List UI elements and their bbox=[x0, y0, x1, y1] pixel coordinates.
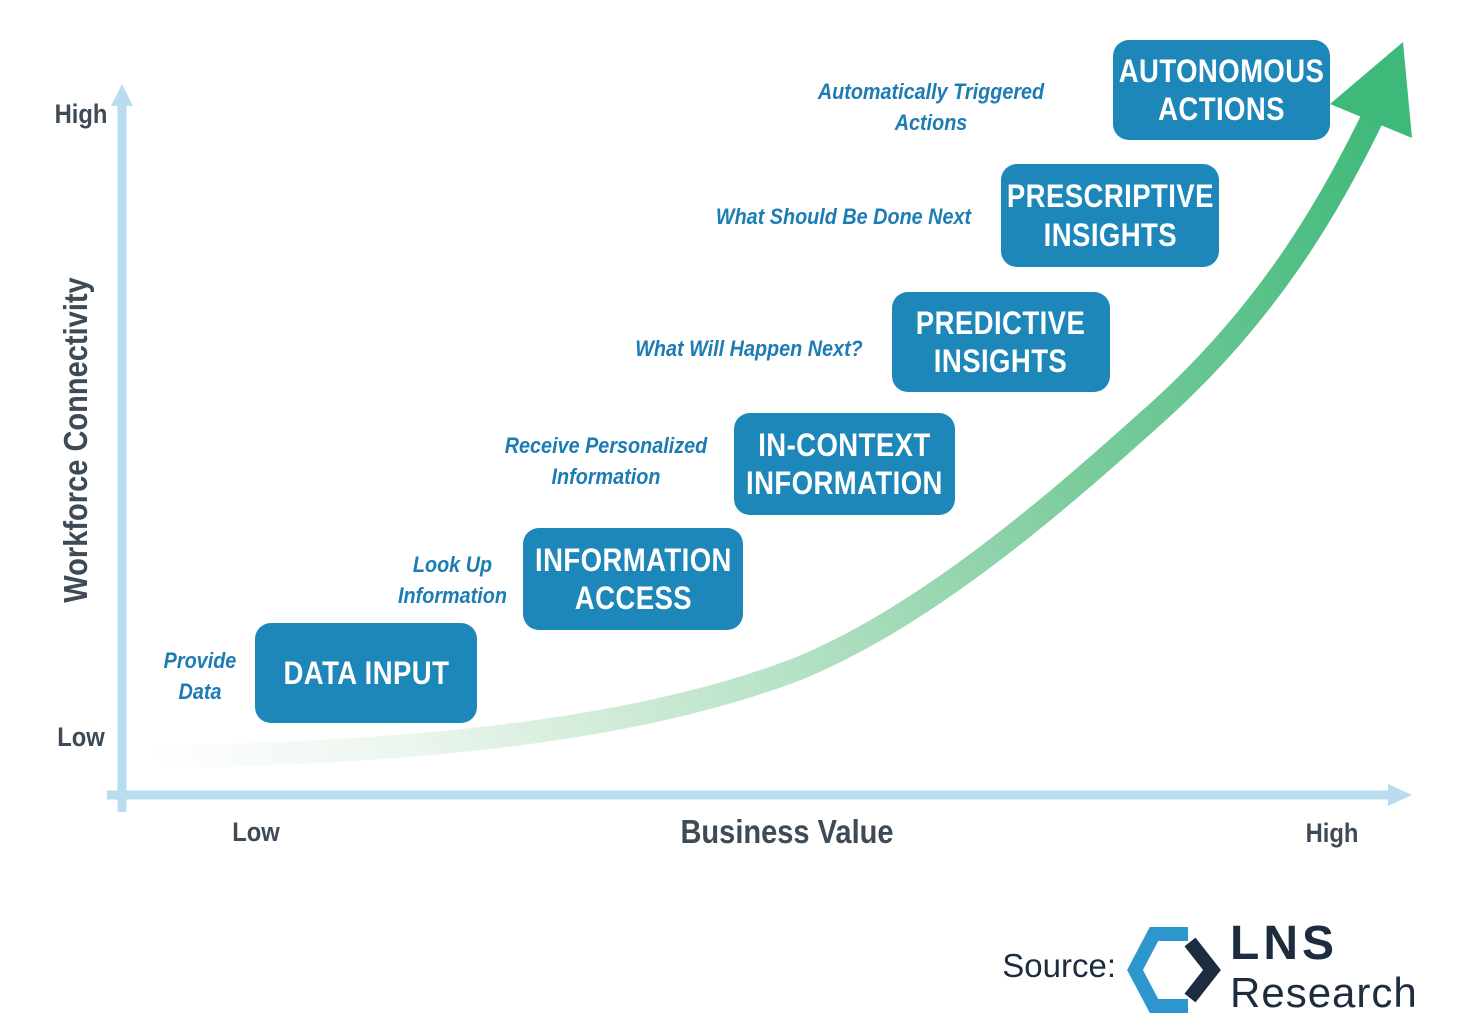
stage-box-prescriptive-insights: PRESCRIPTIVE INSIGHTS bbox=[1001, 164, 1219, 267]
stage-box-in-context-information-label: IN-CONTEXT INFORMATION bbox=[746, 426, 943, 501]
x-axis-high-label: High bbox=[1305, 818, 1359, 848]
lns-logo-chevron bbox=[1184, 937, 1221, 1003]
brand-subname: Research bbox=[1230, 969, 1418, 1016]
stage-box-autonomous-actions: AUTONOMOUS ACTIONS bbox=[1113, 40, 1330, 140]
x-axis-arrow-icon bbox=[1388, 784, 1412, 806]
x-axis-low-label: Low bbox=[232, 817, 280, 847]
growth-curve-arrowhead-icon bbox=[1330, 42, 1412, 138]
stage-description-what-will-happen-next: What Will Happen Next? bbox=[635, 336, 863, 361]
y-axis-arrow-icon bbox=[111, 84, 133, 106]
stage-box-data-input: DATA INPUT bbox=[255, 623, 477, 723]
y-axis-title: Workforce Connectivity bbox=[57, 277, 94, 603]
stage-box-data-input-label: DATA INPUT bbox=[283, 654, 449, 691]
x-axis-title: Business Value bbox=[680, 813, 894, 850]
stage-box-information-access-label: INFORMATION ACCESS bbox=[534, 541, 732, 616]
stage-box-autonomous-actions-label: AUTONOMOUS ACTIONS bbox=[1118, 52, 1325, 127]
lns-logo-icon bbox=[1127, 927, 1221, 1013]
stage-description-receive-personalized-information: Receive Personalized Information bbox=[504, 433, 708, 489]
stage-box-in-context-information: IN-CONTEXT INFORMATION bbox=[734, 413, 955, 515]
brand-name: LNS bbox=[1230, 917, 1338, 970]
stage-box-prescriptive-insights-label: PRESCRIPTIVE INSIGHTS bbox=[1006, 178, 1214, 253]
stage-description-automatically-triggered-actions: Automatically Triggered Actions bbox=[817, 79, 1045, 135]
source-label: Source: bbox=[1002, 947, 1116, 984]
stage-box-information-access: INFORMATION ACCESS bbox=[523, 528, 743, 630]
stage-description-provide-data: Provide Data bbox=[163, 648, 237, 704]
growth-curve bbox=[138, 109, 1383, 769]
y-axis-high-label: High bbox=[54, 99, 108, 129]
y-axis-low-label: Low bbox=[57, 722, 105, 752]
stage-box-predictive-insights: PREDICTIVE INSIGHTS bbox=[892, 292, 1110, 392]
stage-description-what-should-be-done-next: What Should Be Done Next bbox=[715, 204, 972, 229]
stage-description-look-up-information: Look Up Information bbox=[398, 552, 507, 608]
stage-box-predictive-insights-label: PREDICTIVE INSIGHTS bbox=[916, 304, 1086, 379]
lns-logo-hexagon bbox=[1127, 927, 1188, 1013]
